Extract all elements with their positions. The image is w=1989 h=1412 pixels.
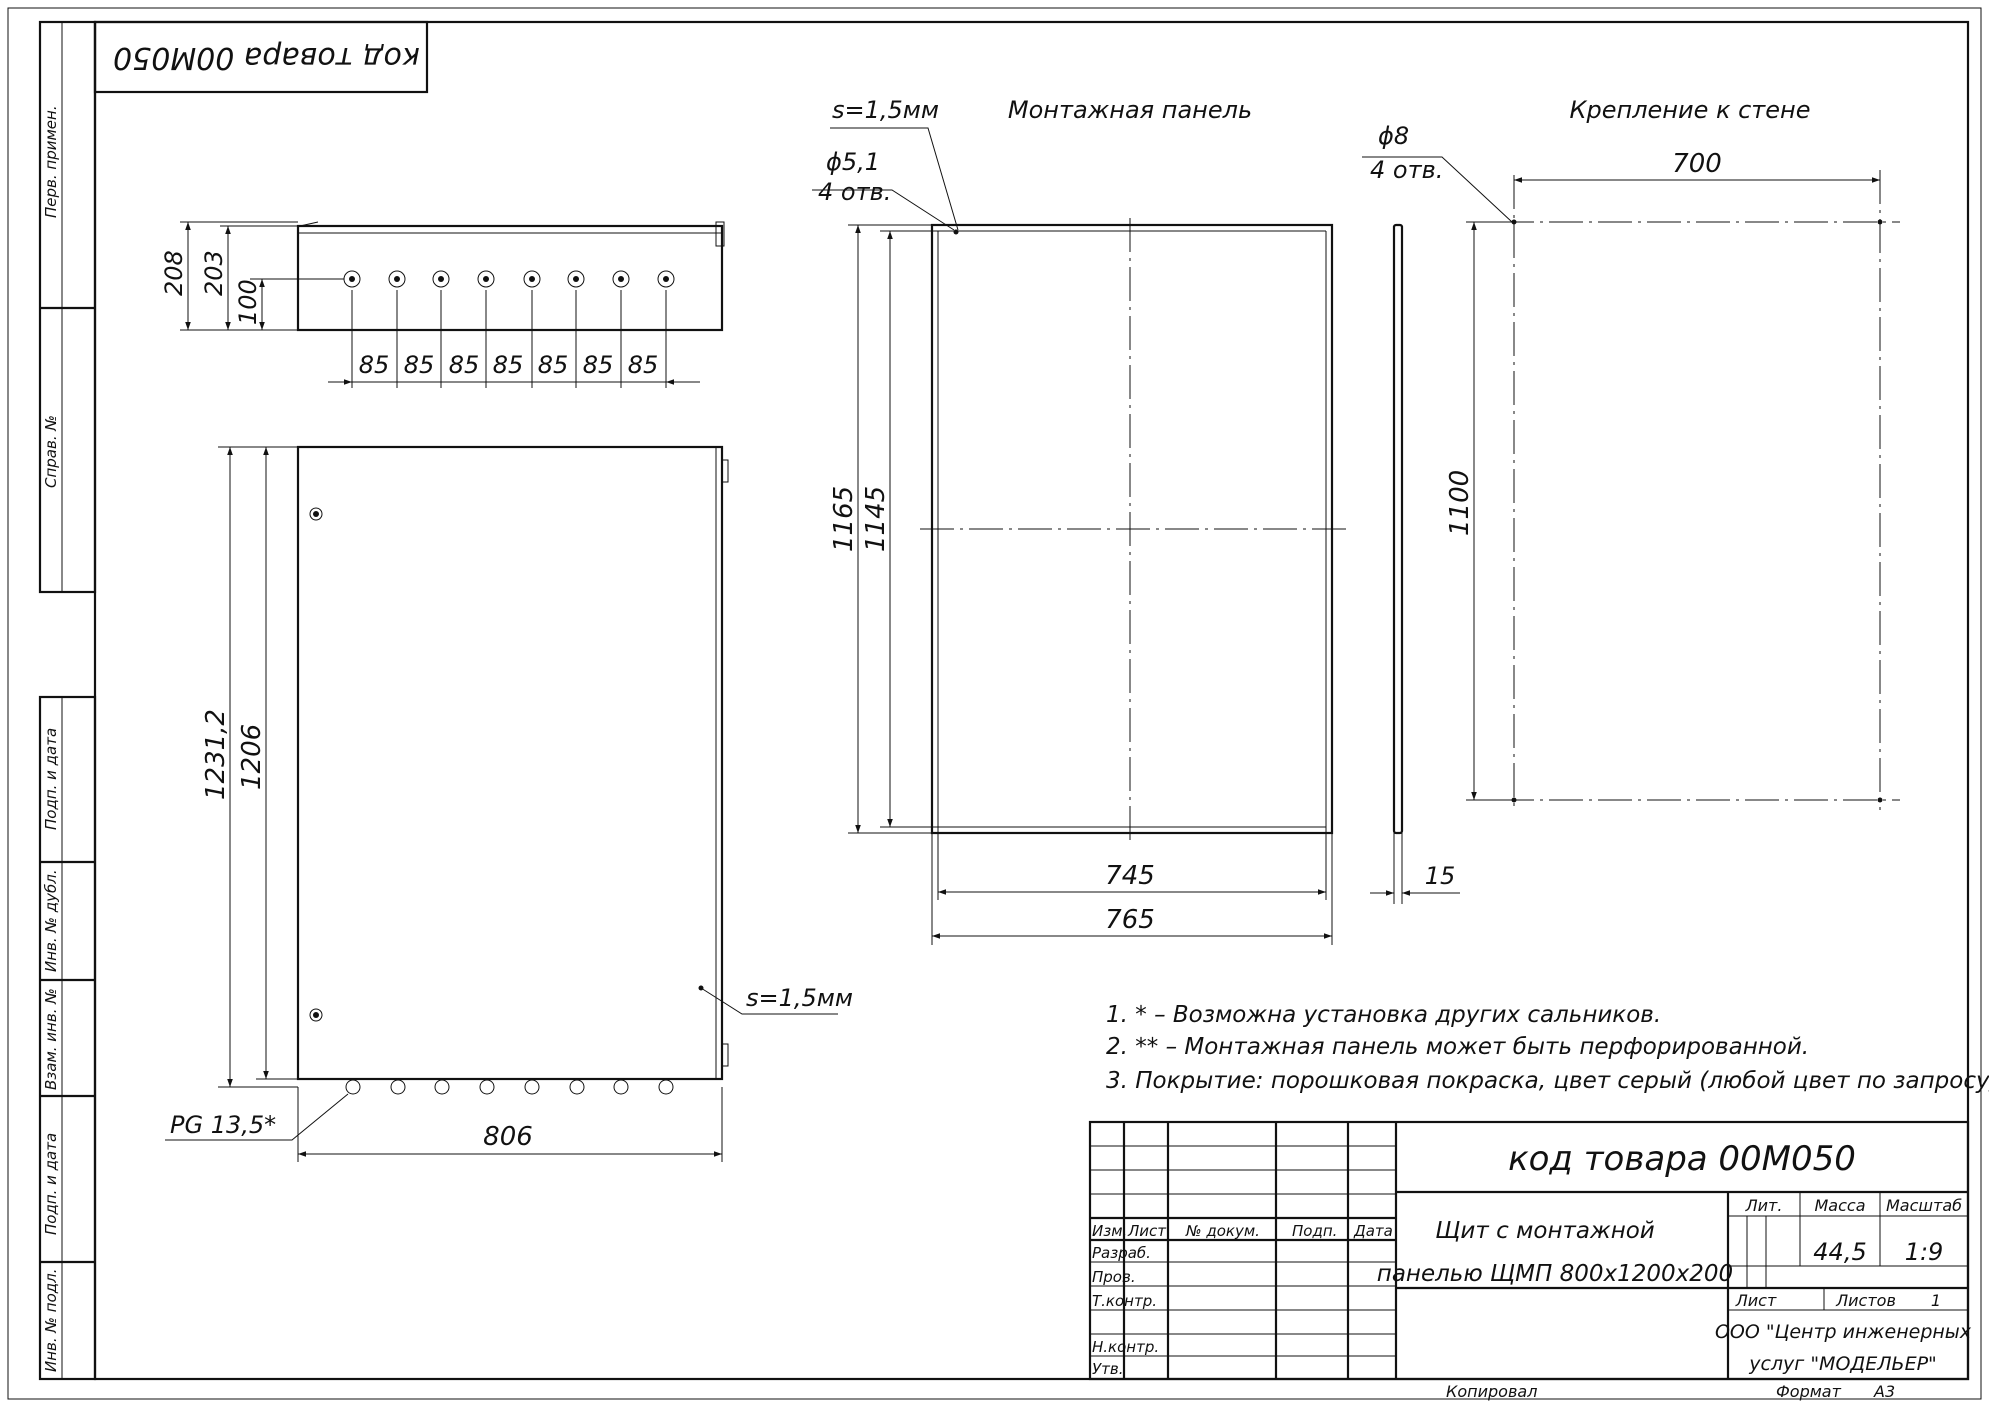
- tb-col-doc: № докум.: [1185, 1222, 1260, 1240]
- tb-lit: Лит.: [1745, 1196, 1783, 1215]
- dim-pitch-7: 85: [628, 351, 659, 379]
- technical-notes: 1. * – Возможна установка других сальник…: [1106, 1002, 1989, 1094]
- panel-side-view: 15: [1370, 223, 1460, 904]
- label-wall-hole-n: 4 отв.: [1370, 156, 1443, 184]
- side-stamp-podp-data-1: Подп. и дата: [42, 728, 60, 830]
- tb-prov: Пров.: [1092, 1268, 1136, 1286]
- side-stamp-inv-dubl: Инв. № дубл.: [42, 869, 60, 972]
- tb-tkontr: Т.контр.: [1092, 1292, 1157, 1310]
- dim-1100: 1100: [1445, 470, 1475, 536]
- dim-pitch-4: 85: [493, 351, 524, 379]
- bottom-glands: [345, 1079, 674, 1095]
- tb-listov-val: 1: [1931, 1291, 1941, 1310]
- wall-mount-view: Крепление к стене 700 1100 ϕ8 4 отв.: [1362, 96, 1900, 810]
- front-view: 1231,2 1206 806 PG 13,5* s=1,5мм: [165, 445, 853, 1162]
- outer-frame: [7, 7, 1982, 1400]
- tb-masshtab-val: 1:9: [1905, 1238, 1944, 1266]
- label-pg: PG 13,5*: [170, 1111, 276, 1139]
- tb-name-line2: панелью ЩМП 800х1200х200: [1377, 1261, 1733, 1287]
- tb-col-list: Лист: [1127, 1222, 1167, 1240]
- tb-kopiroval: Копировал: [1446, 1382, 1537, 1401]
- tb-col-podp: Подп.: [1292, 1222, 1337, 1240]
- tb-utv: Утв.: [1092, 1360, 1124, 1378]
- side-stamp: Перв. примен. Справ. № Подп. и дата Инв.…: [38, 20, 97, 1381]
- label-door-thickness: s=1,5мм: [746, 984, 853, 1012]
- note-1: 1. * – Возможна установка других сальник…: [1106, 1002, 1661, 1028]
- tb-name-line1: Щит с монтажной: [1435, 1218, 1655, 1244]
- dim-1145: 1145: [861, 486, 891, 552]
- side-stamp-inv-podl: Инв. № подл.: [42, 1269, 60, 1372]
- tb-col-data: Дата: [1353, 1222, 1393, 1240]
- tb-format: Формат: [1776, 1382, 1842, 1401]
- dim-203: 203: [200, 250, 228, 296]
- dim-208: 208: [160, 250, 188, 296]
- label-panel-thickness: s=1,5мм: [832, 96, 939, 124]
- label-wall-hole-d: ϕ8: [1378, 122, 1409, 150]
- tb-masshtab: Масштаб: [1886, 1196, 1962, 1215]
- title-block: Изм. Лист № докум. Подп. Дата Разраб. Пр…: [1088, 1120, 1972, 1401]
- tb-format-val: А3: [1873, 1382, 1895, 1401]
- label-panel-hole-d: ϕ5,1: [826, 148, 880, 176]
- note-3: 3. Покрытие: порошковая покраска, цвет с…: [1106, 1068, 1989, 1094]
- mounting-panel-view: Монтажная панель ϕ5,1 4 отв. s=1,5мм 116…: [812, 96, 1350, 945]
- tb-org-line2: услуг "МОДЕЛЬЕР": [1748, 1353, 1937, 1375]
- dim-1206: 1206: [237, 724, 267, 790]
- note-2: 2. ** – Монтажная панель может быть перф…: [1106, 1034, 1809, 1060]
- tb-listov: Листов: [1835, 1291, 1896, 1310]
- dim-1231: 1231,2: [201, 709, 231, 800]
- dim-1165: 1165: [829, 486, 859, 552]
- dim-pitch-5: 85: [538, 351, 569, 379]
- top-gland-holes: [343, 270, 675, 288]
- tb-code: код товара 00М050: [1508, 1139, 1856, 1179]
- top-stamp-code: код товара 00М050: [113, 40, 420, 75]
- dim-765: 765: [1105, 905, 1155, 935]
- dim-806: 806: [483, 1122, 533, 1152]
- tb-nkontr: Н.контр.: [1092, 1338, 1159, 1356]
- side-stamp-vzam-inv: Взам. инв. №: [42, 988, 60, 1090]
- dim-745: 745: [1105, 861, 1155, 891]
- tb-razrab: Разраб.: [1092, 1244, 1151, 1262]
- dim-700: 700: [1672, 149, 1722, 179]
- dim-15: 15: [1425, 862, 1456, 890]
- top-stamp: код товара 00М050: [93, 20, 429, 94]
- dim-pitch-6: 85: [583, 351, 614, 379]
- title-wall-mount: Крепление к стене: [1569, 96, 1810, 124]
- side-stamp-podp-data-2: Подп. и дата: [42, 1133, 60, 1235]
- side-stamp-perv-primen: Перв. примен.: [42, 105, 60, 218]
- dim-pitch-2: 85: [404, 351, 435, 379]
- title-mounting-panel: Монтажная панель: [1008, 96, 1252, 124]
- label-panel-hole-n: 4 отв.: [818, 178, 891, 206]
- top-view: 208 203 100 85 85 85 85 85 85 85: [160, 221, 725, 388]
- tb-org-line1: ООО "Центр инженерных: [1715, 1321, 1972, 1343]
- dim-pitch-3: 85: [449, 351, 480, 379]
- side-stamp-sprav-no: Справ. №: [42, 415, 60, 488]
- tb-col-izm: Изм.: [1092, 1222, 1127, 1240]
- dim-pitch-1: 85: [359, 351, 390, 379]
- tb-massa-val: 44,5: [1813, 1238, 1866, 1266]
- tb-massa: Масса: [1814, 1196, 1865, 1215]
- tb-list: Лист: [1735, 1291, 1777, 1310]
- dim-100: 100: [234, 279, 262, 325]
